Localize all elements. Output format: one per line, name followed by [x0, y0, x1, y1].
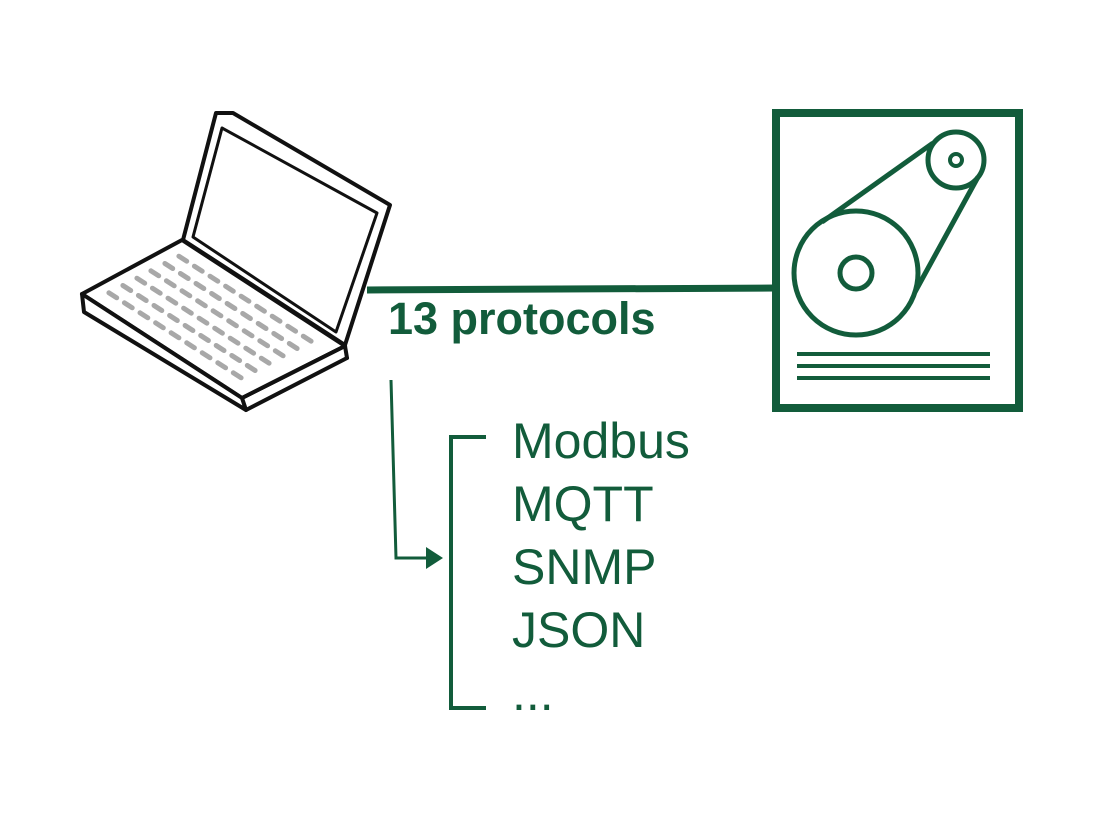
- keyboard-key: [195, 298, 208, 309]
- keyboard-key: [240, 311, 253, 321]
- keyboard-key: [269, 313, 283, 324]
- connection-line: [366, 284, 777, 294]
- protocol-item: ...: [512, 665, 554, 721]
- keyboard-key: [177, 271, 191, 281]
- keyboard-key: [272, 348, 286, 359]
- keyboard-key: [255, 321, 269, 331]
- keyboard-key: [285, 323, 299, 334]
- keyboard-key: [191, 263, 205, 274]
- keyboard-key: [184, 340, 197, 351]
- keyboard-key: [165, 295, 179, 306]
- keyboard-key: [121, 300, 135, 311]
- keyboard-key: [226, 318, 239, 329]
- keyboard-key: [238, 293, 252, 304]
- keyboard-key: [193, 281, 207, 291]
- keyboard-key: [271, 331, 285, 341]
- keyboard-key: [227, 335, 241, 346]
- keyboard-key: [162, 261, 176, 271]
- keyboard-key: [210, 308, 224, 319]
- keyboard-key: [215, 360, 229, 371]
- keyboard-key: [300, 333, 314, 344]
- keyboard-key: [244, 363, 258, 373]
- keyboard-key: [198, 333, 211, 343]
- laptop-icon: [80, 111, 392, 412]
- keyboard-key: [181, 305, 194, 316]
- protocol-count-label: 13 protocols: [388, 293, 656, 344]
- keyboard-key: [258, 355, 272, 366]
- keyboard-key: [137, 310, 151, 321]
- keyboard-key: [241, 328, 255, 339]
- keyboard-key: [207, 273, 221, 284]
- protocol-list: Modbus MQTT SNMP JSON ...: [512, 410, 690, 725]
- protocol-item: JSON: [512, 602, 646, 658]
- keyboard-key: [149, 285, 163, 296]
- keyboard-key: [224, 301, 238, 311]
- protocol-item: SNMP: [512, 539, 657, 595]
- keyboard-keys: [106, 253, 314, 381]
- keyboard-key: [229, 353, 243, 363]
- keyboard-key: [176, 253, 190, 264]
- keyboard-key: [182, 323, 196, 333]
- keyboard-key: [120, 283, 134, 293]
- list-bracket: [449, 435, 486, 710]
- keyboard-key: [167, 313, 180, 323]
- keyboard-key: [257, 338, 271, 349]
- keyboard-key: [286, 341, 300, 351]
- keyboard-key: [196, 315, 210, 326]
- keyboard-key: [168, 330, 182, 341]
- keyboard-key: [209, 291, 222, 301]
- keyboard-key: [254, 303, 267, 314]
- keyboard-key: [212, 325, 225, 336]
- keyboard-key: [199, 350, 213, 361]
- keyboard-key: [223, 283, 236, 294]
- keyboard-key: [179, 288, 193, 299]
- keyboard-key: [243, 345, 257, 356]
- keyboard-key: [163, 278, 177, 289]
- machine-belt-drive-icon: [772, 109, 1023, 412]
- keyboard-key: [148, 268, 162, 279]
- protocol-item: MQTT: [512, 476, 654, 532]
- keyboard-key: [213, 343, 227, 353]
- keyboard-key: [230, 370, 244, 381]
- keyboard-key: [151, 303, 165, 313]
- arrow-right-icon: [389, 379, 443, 569]
- keyboard-key: [153, 320, 166, 331]
- keyboard-key: [135, 293, 149, 303]
- keyboard-key: [134, 275, 148, 286]
- protocol-item: Modbus: [512, 413, 690, 469]
- keyboard-key: [106, 290, 120, 301]
